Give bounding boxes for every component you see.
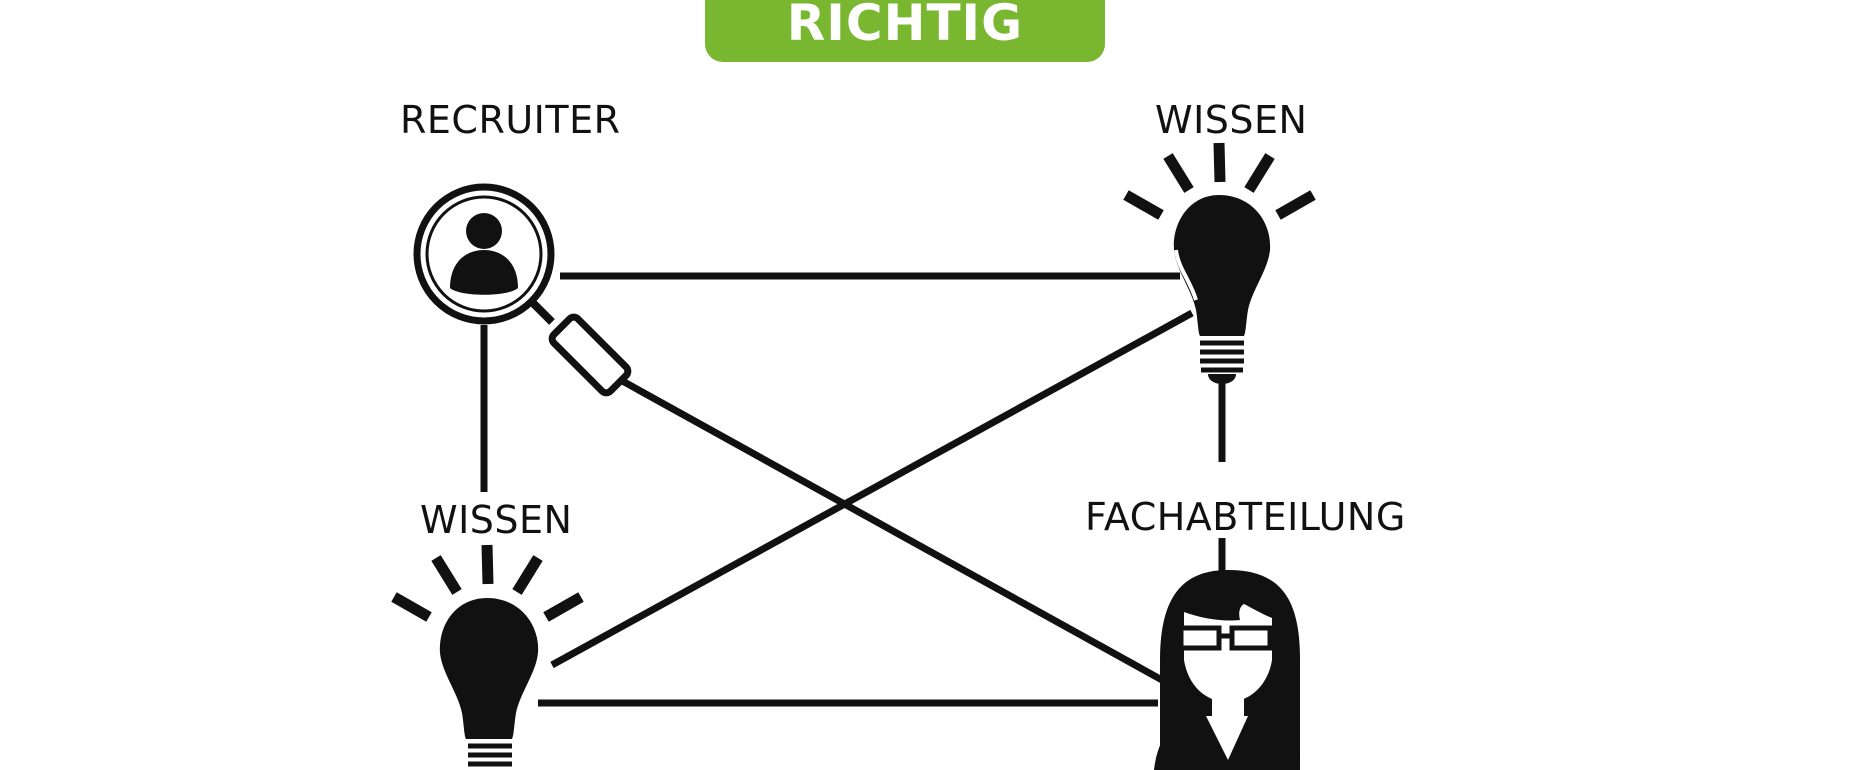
banner-text: RICHTIG xyxy=(786,0,1024,52)
wissen-top-label: WISSEN xyxy=(1155,98,1308,142)
connector-lines xyxy=(480,272,1226,707)
fachabteilung-label: FACHABTEILUNG xyxy=(1085,495,1406,539)
lightbulb-icon xyxy=(391,544,584,767)
magnifier-person-icon xyxy=(413,183,632,397)
wissen-bottom-label: WISSEN xyxy=(420,498,573,542)
lightbulb-icon xyxy=(1123,142,1316,384)
woman-glasses-icon xyxy=(1154,570,1300,770)
result-banner: RICHTIG xyxy=(705,0,1105,62)
connector-wissen-bottom-wissen-top xyxy=(550,309,1194,669)
connector-recruiter-fachabteilung xyxy=(606,369,1164,684)
recruiter-label: RECRUITER xyxy=(400,98,621,142)
